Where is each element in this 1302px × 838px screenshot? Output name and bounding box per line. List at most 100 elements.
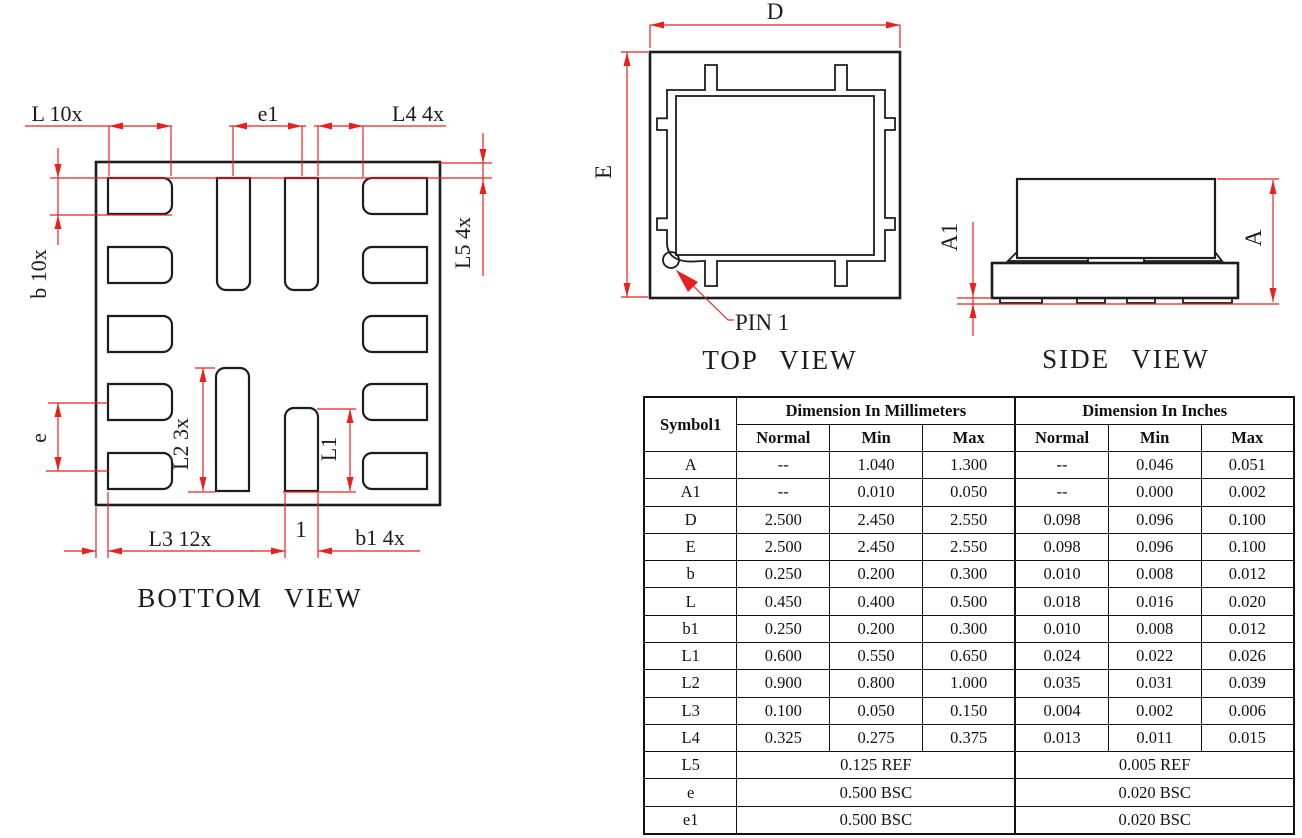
symbol-cell: A1 bbox=[643, 478, 738, 507]
dimension-table: Symbol1 Dimension In Millimeters Dimensi… bbox=[643, 396, 1295, 835]
bottom-view-dimension-arrows bbox=[54, 122, 487, 555]
inch-span-cell: 0.005 REF bbox=[1014, 751, 1295, 780]
mm-value-cell: 0.250 bbox=[736, 560, 831, 589]
mm-value-cell: 2.450 bbox=[829, 532, 924, 562]
inch-value-cell: 0.011 bbox=[1107, 723, 1202, 753]
body-shoulder-line bbox=[1005, 251, 1224, 262]
center-pads bbox=[214, 176, 320, 493]
top-package-outline bbox=[648, 50, 902, 300]
symbol-cell: L3 bbox=[643, 696, 738, 725]
dim-label-e1: e1 bbox=[258, 101, 279, 126]
mm-value-cell: 0.600 bbox=[736, 641, 831, 671]
pin1-label: PIN 1 bbox=[735, 310, 789, 335]
symbol-cell: b bbox=[643, 560, 738, 589]
dim-label-l2: L2 3x bbox=[168, 418, 193, 470]
dim-label-b1: b1 4x bbox=[355, 525, 405, 550]
mm-value-cell: 1.040 bbox=[829, 450, 924, 480]
pad bbox=[361, 382, 429, 422]
mm-value-cell: 0.400 bbox=[829, 587, 924, 616]
header-mm-max: Max bbox=[922, 424, 1016, 452]
symbol-cell: e1 bbox=[643, 805, 738, 835]
dim-label-l4: L4 4x bbox=[392, 101, 444, 126]
foot bbox=[1182, 297, 1233, 304]
pad bbox=[283, 176, 320, 292]
dim-label-l1: L1 bbox=[316, 437, 341, 461]
mm-value-cell: 1.300 bbox=[922, 450, 1016, 480]
mm-value-cell: 0.250 bbox=[736, 614, 831, 643]
left-pads bbox=[106, 176, 174, 491]
mm-value-cell: 2.550 bbox=[922, 532, 1016, 562]
leadframe-outline bbox=[656, 64, 896, 287]
mm-value-cell: 0.050 bbox=[922, 478, 1016, 507]
foot bbox=[999, 297, 1043, 304]
top-view: D E PIN 1 TOP VIEW bbox=[591, 0, 902, 375]
dim-label-a: A bbox=[1241, 229, 1266, 246]
inch-value-cell: 0.000 bbox=[1107, 478, 1202, 507]
mm-value-cell: 0.325 bbox=[736, 723, 831, 753]
mm-span-cell: 0.500 BSC bbox=[736, 778, 1016, 807]
dim-label-l: L 10x bbox=[31, 101, 82, 126]
dim-label-d: D bbox=[767, 0, 784, 24]
inch-value-cell: 0.100 bbox=[1200, 532, 1295, 562]
mm-value-cell: 2.450 bbox=[829, 505, 924, 534]
bottom-view-caption: BOTTOM VIEW bbox=[137, 583, 362, 613]
pad bbox=[361, 245, 429, 285]
inch-span-cell: 0.020 BSC bbox=[1014, 778, 1295, 807]
inch-value-cell: 0.018 bbox=[1014, 587, 1109, 616]
pad bbox=[214, 366, 251, 493]
pad bbox=[106, 382, 174, 422]
mm-span-cell: 0.500 BSC bbox=[736, 805, 1016, 835]
top-view-dimension-lines bbox=[621, 24, 901, 321]
mm-span-cell: 0.125 REF bbox=[736, 751, 1016, 780]
dimension-table-header: Symbol1 Dimension In Millimeters Dimensi… bbox=[643, 396, 1295, 452]
pin1-number-label: 1 bbox=[295, 517, 307, 542]
pad bbox=[106, 451, 174, 491]
mm-value-cell: 0.550 bbox=[829, 641, 924, 671]
inch-value-cell: 0.022 bbox=[1107, 641, 1202, 671]
dim-label-a1: A1 bbox=[937, 223, 962, 251]
mm-value-cell: 0.375 bbox=[922, 723, 1016, 753]
inch-value-cell: 0.098 bbox=[1014, 532, 1109, 562]
header-mm-min: Min bbox=[829, 424, 924, 452]
side-view-dimension-arrows bbox=[969, 180, 1277, 318]
header-symbol: Symbol1 bbox=[643, 396, 738, 452]
pad bbox=[106, 245, 174, 285]
symbol-cell: L5 bbox=[643, 751, 738, 780]
mm-value-cell: -- bbox=[736, 450, 831, 480]
inch-value-cell: 0.013 bbox=[1014, 723, 1109, 753]
pad bbox=[215, 176, 252, 292]
pad bbox=[106, 314, 174, 354]
mm-value-cell: 0.150 bbox=[922, 696, 1016, 725]
pad bbox=[361, 176, 429, 216]
inch-value-cell: 0.012 bbox=[1200, 614, 1295, 643]
mm-value-cell: 0.500 bbox=[922, 587, 1016, 616]
header-mm-group: Dimension In Millimeters bbox=[736, 396, 1016, 425]
mm-value-cell: 1.000 bbox=[922, 669, 1016, 698]
inch-value-cell: 0.031 bbox=[1107, 669, 1202, 698]
inch-value-cell: 0.039 bbox=[1200, 669, 1295, 698]
inch-value-cell: 0.098 bbox=[1014, 505, 1109, 534]
pad bbox=[361, 451, 429, 491]
inch-span-cell: 0.020 BSC bbox=[1014, 805, 1295, 835]
substrate-outline bbox=[990, 261, 1240, 300]
dim-label-b: b 10x bbox=[26, 249, 51, 299]
symbol-cell: L bbox=[643, 587, 738, 616]
inch-value-cell: 0.008 bbox=[1107, 560, 1202, 589]
bottom-view: L 10x e1 L4 4x L5 4x b 10x e L2 3x L1 L3… bbox=[25, 101, 492, 613]
inch-value-cell: 0.024 bbox=[1014, 641, 1109, 671]
inch-value-cell: 0.020 bbox=[1200, 587, 1295, 616]
mm-value-cell: 0.300 bbox=[922, 560, 1016, 589]
